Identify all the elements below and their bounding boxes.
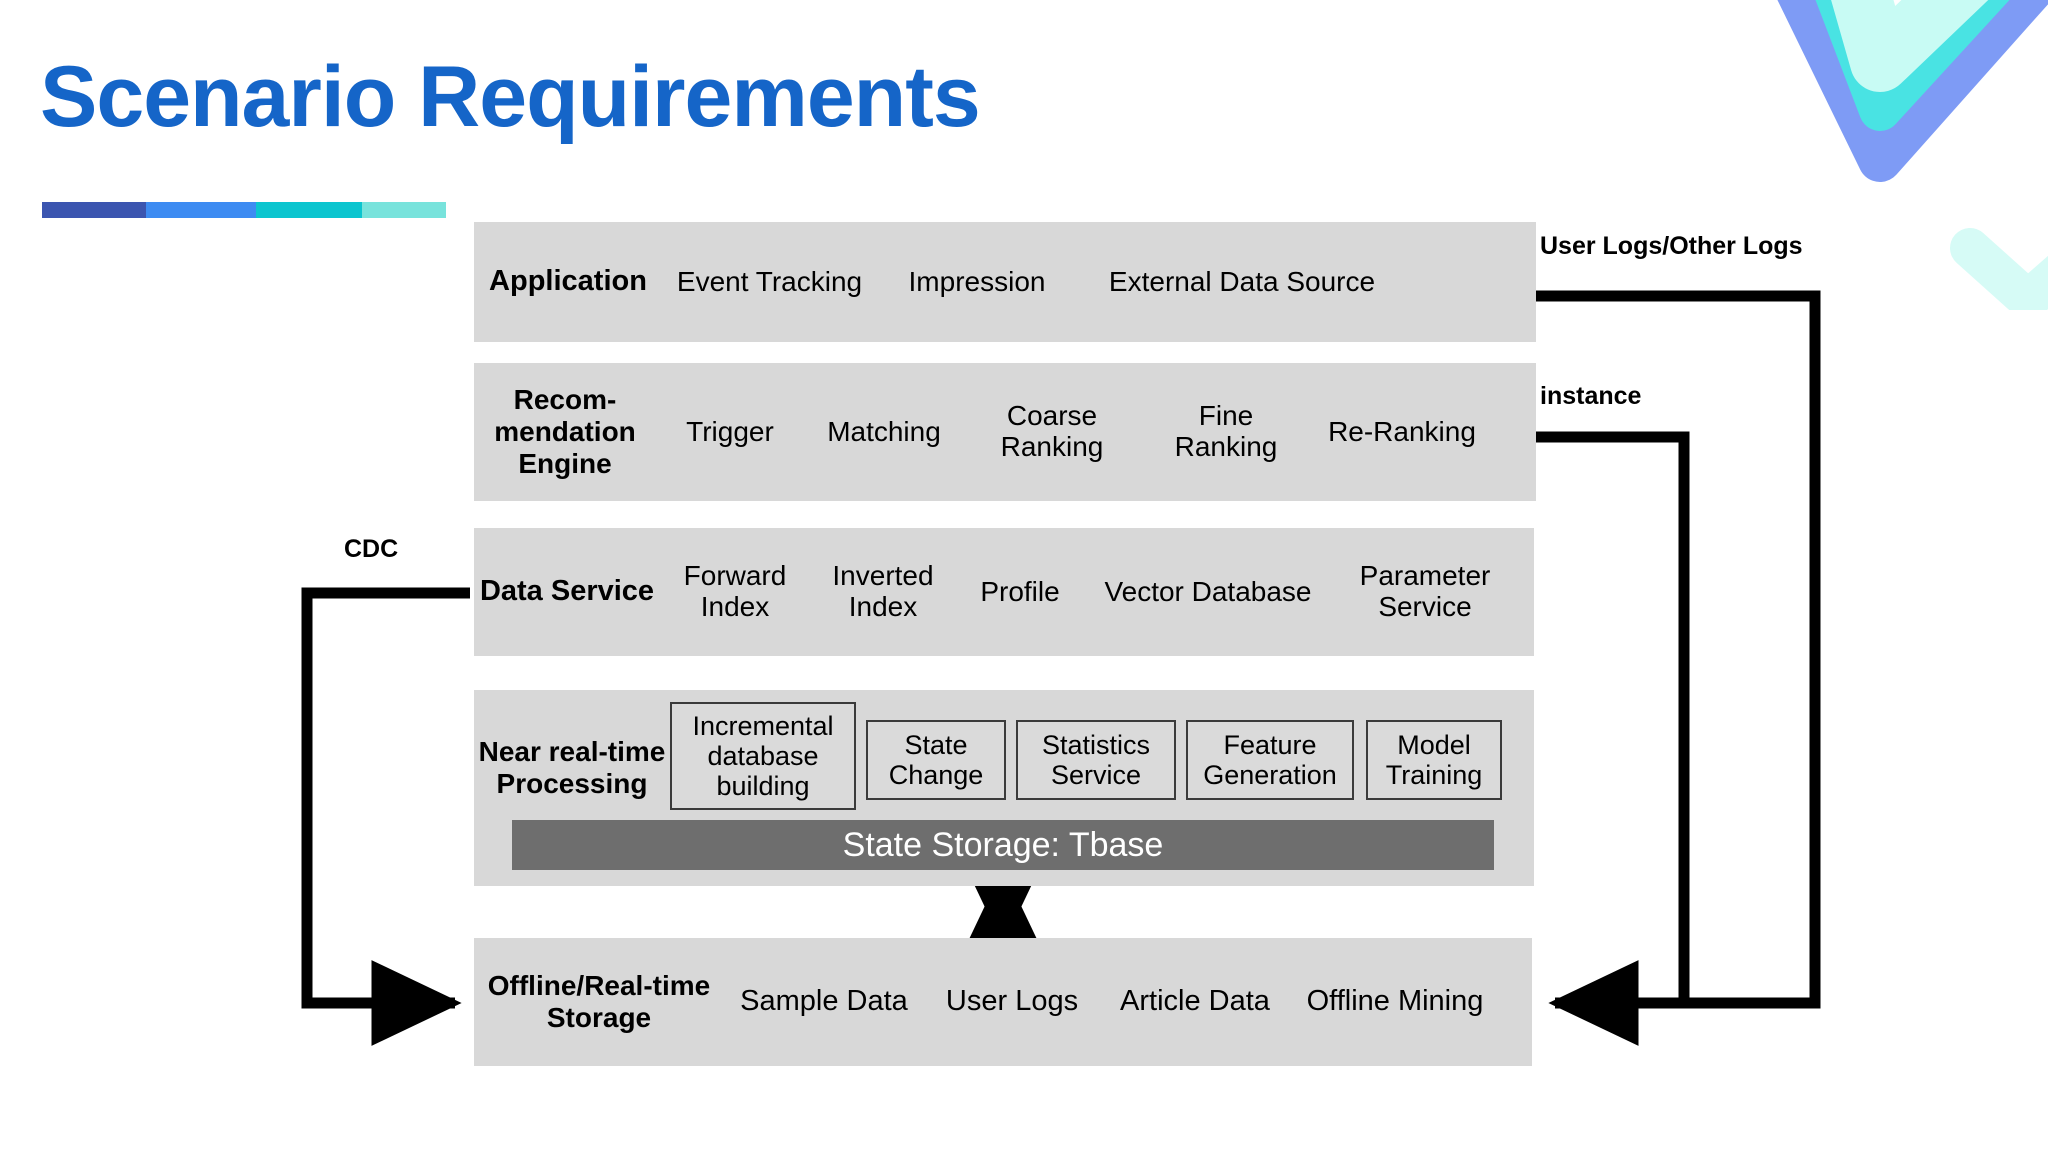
cell-fine-ranking[interactable]: Fine Ranking — [1140, 400, 1312, 463]
accent-segment-2 — [146, 202, 256, 218]
box-statistics-service-line1: Statistics — [1041, 729, 1151, 760]
cell-article-data[interactable]: Article Data — [1120, 985, 1270, 1018]
layer-application[interactable]: Application Event Tracking Impression Ex… — [474, 222, 1536, 342]
cell-offline-mining[interactable]: Offline Mining — [1306, 985, 1484, 1018]
accent-bar — [42, 202, 446, 218]
cell-profile[interactable]: Profile — [980, 575, 1060, 607]
cell-fine-ranking-line1: Fine — [1198, 400, 1254, 432]
accent-segment-3 — [256, 202, 362, 218]
instance-flow-arrow — [1536, 431, 1690, 1009]
box-state-change-line2: Change — [888, 760, 984, 790]
cell-coarse-ranking[interactable]: Coarse Ranking — [964, 400, 1140, 463]
layer-recommendation-engine-label: Recom- mendation Engine — [474, 384, 656, 480]
cell-vector-database[interactable]: Vector Database — [1104, 575, 1312, 607]
cell-parameter-service-line1: Parameter — [1359, 560, 1491, 592]
cell-inverted-index-line1: Inverted — [832, 560, 934, 592]
chevron-middle-icon — [1815, 0, 2010, 131]
state-storage-bar[interactable]: State Storage: Tbase — [512, 820, 1494, 870]
box-incremental-database-building-line3: building — [716, 771, 810, 802]
layer-offline-realtime-storage[interactable]: Offline/Real-time Storage Sample Data Us… — [474, 938, 1532, 1066]
box-statistics-service[interactable]: Statistics Service — [1016, 720, 1176, 800]
layer-recommendation-engine-label-line2: mendation — [494, 416, 636, 448]
cell-coarse-ranking-line1: Coarse — [1006, 400, 1098, 432]
layer-application-label: Application — [489, 265, 647, 298]
cell-sample-data[interactable]: Sample Data — [740, 985, 908, 1018]
chevron-lower-icon — [1950, 228, 2048, 310]
cdc-flow-arrow — [301, 587, 470, 1046]
user-logs-label: User Logs/Other Logs — [1540, 232, 1803, 260]
cell-parameter-service[interactable]: Parameter Service — [1332, 560, 1518, 623]
box-model-training-line1: Model — [1397, 729, 1471, 760]
cell-re-ranking[interactable]: Re-Ranking — [1328, 415, 1476, 447]
box-model-training[interactable]: Model Training — [1366, 720, 1502, 800]
box-state-change-line1: State — [904, 729, 968, 760]
cdc-label: CDC — [344, 535, 399, 563]
chevron-inner-icon — [1831, 0, 1989, 92]
layer-recommendation-engine-label-line3: Engine — [518, 447, 612, 479]
cell-user-logs[interactable]: User Logs — [945, 985, 1079, 1018]
accent-segment-1 — [42, 202, 146, 218]
chevron-decoration-svg — [1777, 0, 2048, 310]
layer-recommendation-engine-label-line1: Recom- — [513, 384, 617, 416]
cell-forward-index-line1: Forward — [683, 560, 787, 592]
layer-near-real-time-processing[interactable]: Near real-time Processing Incremental da… — [474, 690, 1534, 886]
box-state-change[interactable]: State Change — [866, 720, 1006, 800]
cell-inverted-index-line2: Index — [848, 591, 918, 622]
layer-data-service[interactable]: Data Service Forward Index Inverted Inde… — [474, 528, 1534, 656]
cell-parameter-service-line2: Service — [1378, 591, 1472, 622]
box-feature-generation-line2: Generation — [1203, 760, 1337, 790]
layer-near-real-time-processing-label: Near real-time Processing — [474, 736, 670, 800]
cell-inverted-index[interactable]: Inverted Index — [810, 560, 956, 623]
layer-data-service-label: Data Service — [479, 575, 655, 608]
cell-forward-index-line2: Index — [700, 591, 770, 622]
box-statistics-service-line2: Service — [1050, 760, 1142, 790]
cell-fine-ranking-line2: Ranking — [1174, 431, 1278, 462]
box-incremental-database-building[interactable]: Incremental database building — [670, 702, 856, 810]
page-title: Scenario Requirements — [40, 49, 981, 145]
cell-forward-index[interactable]: Forward Index — [660, 560, 810, 623]
chevron-decoration — [1588, 0, 2048, 310]
cell-external-data-source[interactable]: External Data Source — [1108, 265, 1376, 297]
box-model-training-line2: Training — [1385, 760, 1483, 790]
layer-offline-realtime-storage-label: Offline/Real-time Storage — [474, 970, 724, 1034]
box-incremental-database-building-line1: Incremental — [692, 710, 834, 741]
cell-event-tracking[interactable]: Event Tracking — [676, 265, 863, 297]
cell-impression[interactable]: Impression — [908, 265, 1046, 297]
instance-label: instance — [1540, 382, 1642, 410]
layer-near-real-time-processing-label-line1: Near real-time — [478, 736, 666, 767]
layer-offline-realtime-storage-label-line1: Offline/Real-time — [487, 970, 711, 1002]
cell-coarse-ranking-line2: Ranking — [1000, 431, 1104, 462]
box-feature-generation-line1: Feature — [1223, 729, 1317, 760]
box-feature-generation[interactable]: Feature Generation — [1186, 720, 1354, 800]
chevron-outer-icon — [1777, 0, 2048, 182]
box-incremental-database-building-line2: database — [707, 740, 819, 771]
accent-segment-4 — [362, 202, 446, 218]
cell-trigger[interactable]: Trigger — [686, 415, 774, 447]
layer-offline-realtime-storage-label-line2: Storage — [546, 1002, 652, 1033]
layer-near-real-time-processing-label-line2: Processing — [496, 767, 648, 799]
layer-recommendation-engine[interactable]: Recom- mendation Engine Trigger Matching… — [474, 363, 1536, 501]
cell-matching[interactable]: Matching — [827, 415, 941, 447]
